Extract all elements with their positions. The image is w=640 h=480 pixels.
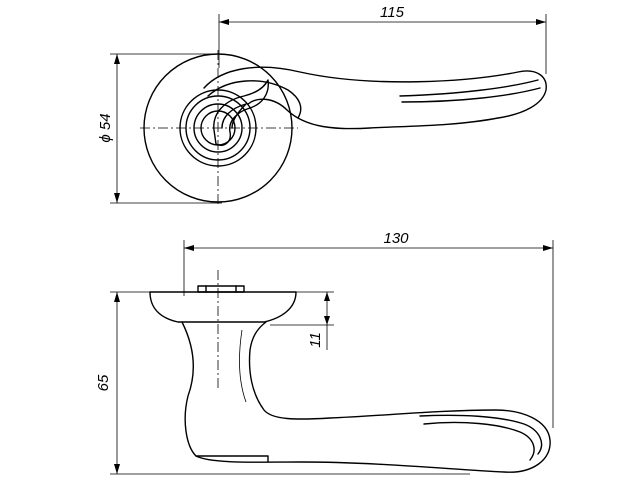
rosette-top-cap (197, 285, 245, 293)
dim-arrow-115-right (536, 19, 546, 25)
leaf-ornament (213, 79, 269, 146)
top-view: 115 ϕ 54 (97, 4, 547, 206)
dim-arrow-130-left (184, 245, 194, 251)
lever-neck-line (207, 80, 302, 119)
lever-groove-inner (401, 87, 541, 103)
neck-highlight-line (238, 329, 247, 403)
dim-label-11: 11 (307, 332, 324, 348)
dim-arrow-65-bottom (114, 464, 120, 474)
leaf-inner (221, 103, 247, 129)
side-view: 130 65 11 (95, 230, 554, 475)
dim-arrow-65-top (114, 292, 120, 302)
dim-label-54: ϕ 54 (97, 113, 114, 142)
dim-arrow-54-top (114, 54, 120, 64)
dim-label-130: 130 (383, 230, 409, 247)
dim-label-115: 115 (380, 4, 405, 21)
dim-label-65: 65 (95, 374, 112, 391)
lever-side-groove-lower (423, 421, 535, 461)
rosette-side-profile (149, 291, 297, 323)
dim-arrow-115-left (219, 19, 229, 25)
lever-side-groove-upper (419, 414, 543, 455)
lever-top-outline (203, 66, 547, 130)
lever-side-outline (181, 321, 551, 473)
dim-arrow-11-bottom (324, 316, 330, 325)
lever-base-edge (195, 455, 269, 463)
dim-arrow-130-right (543, 245, 553, 251)
dim-arrow-11-top (324, 292, 330, 301)
lever-groove-outer (399, 79, 539, 97)
dim-arrow-54-bottom (114, 193, 120, 203)
